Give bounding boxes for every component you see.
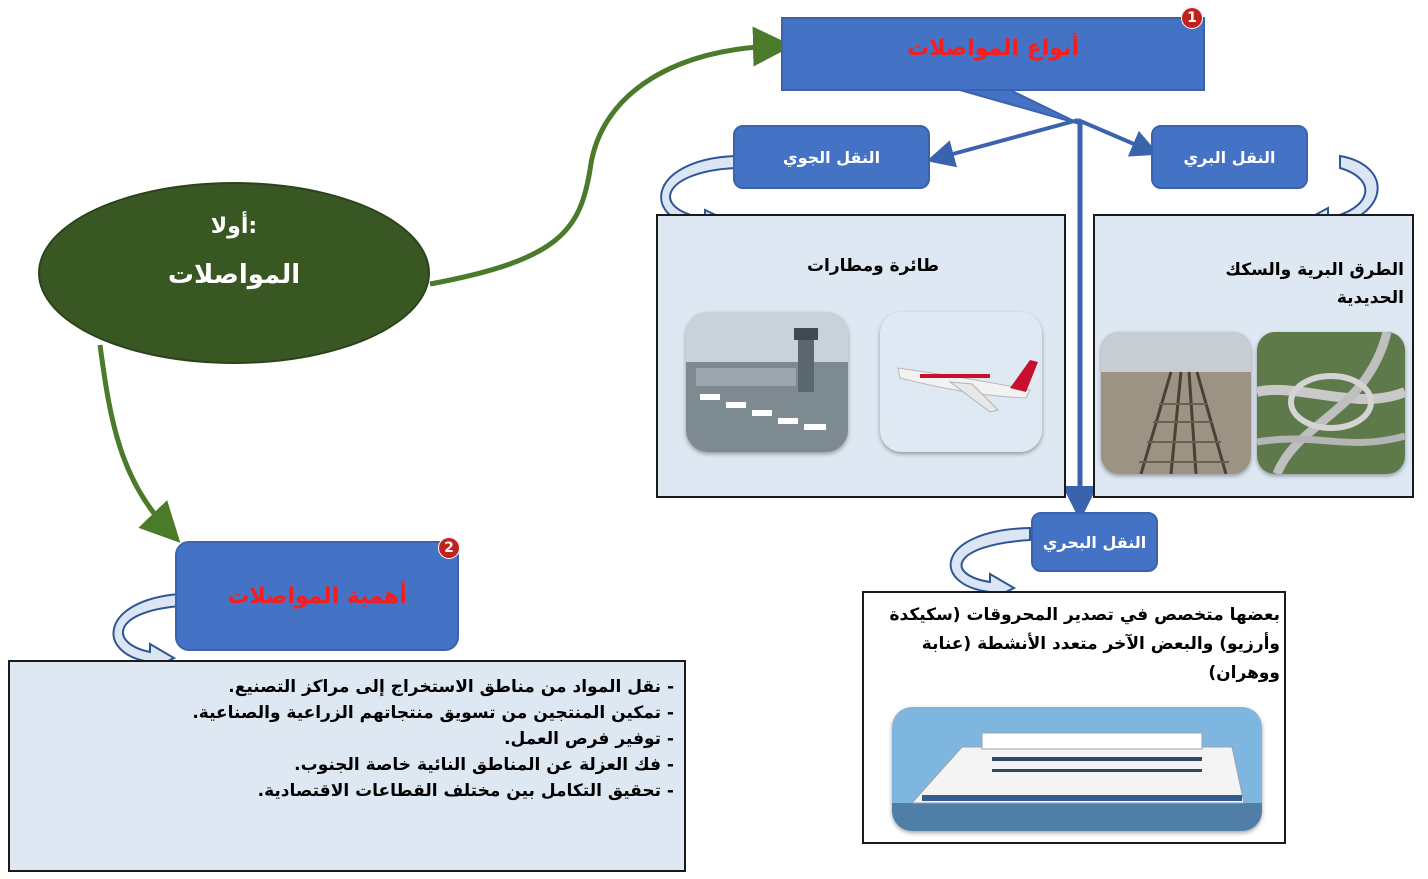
land-transport-text: النقل البري <box>1183 147 1276 167</box>
air-transport-label: النقل الجوي <box>733 125 930 189</box>
curved-arrow-sea <box>949 526 1031 602</box>
sea-transport-label: النقل البحري <box>1031 512 1158 572</box>
arrow-types-to-land <box>1077 118 1160 157</box>
ferry-ship-photo <box>892 707 1262 831</box>
arrow-topic-to-importance <box>97 344 181 543</box>
sea-transport-text: النقل البحري <box>1042 532 1147 552</box>
airplane-photo <box>880 312 1042 452</box>
sea-panel: بعضها متخصص في تصدير المحروقات (سكيكدة و… <box>862 591 1286 844</box>
types-title: أنواع المواصلات <box>907 36 1079 61</box>
importance-item-5: - تحقيق التكامل بين مختلف القطاعات الاقت… <box>257 781 674 801</box>
land-transport-label: النقل البري <box>1151 125 1308 189</box>
arrow-topic-to-types <box>429 26 793 287</box>
curved-arrow-importance <box>112 592 181 672</box>
railway-tracks-photo <box>1101 332 1251 474</box>
main-topic-line1: أولا: <box>210 214 258 239</box>
sea-description: بعضها متخصص في تصدير المحروقات (سكيكدة و… <box>889 605 1281 683</box>
importance-item-1: - نقل المواد من مناطق الاستخراج إلى مراك… <box>228 677 674 697</box>
air-panel: طائرة ومطارات <box>656 214 1066 498</box>
arrow-types-to-air <box>926 118 1079 168</box>
importance-item-3: - توفير فرص العمل. <box>504 729 674 749</box>
importance-badge: 2 <box>438 537 460 559</box>
importance-box: أهمية المواصلات <box>175 541 459 651</box>
land-panel: الطرق البرية والسكك الحديدية <box>1093 214 1414 498</box>
airport-photo <box>686 312 848 452</box>
types-badge: 1 <box>1181 7 1203 29</box>
importance-list: - نقل المواد من مناطق الاستخراج إلى مراك… <box>8 660 686 872</box>
main-topic-line2: المواصلات <box>167 260 301 290</box>
importance-item-2: - تمكين المنتجين من تسويق منتجاتهم الزرا… <box>192 703 674 723</box>
main-topic-ellipse: أولا: المواصلات <box>38 182 430 364</box>
importance-title: أهمية المواصلات <box>227 583 407 609</box>
types-callout-shape <box>781 17 1205 125</box>
highway-interchange-photo <box>1257 332 1405 474</box>
importance-item-4: - فك العزلة عن المناطق النائية خاصة الجن… <box>294 755 674 775</box>
air-transport-text: النقل الجوي <box>782 147 881 167</box>
land-description: الطرق البرية والسكك الحديدية <box>1225 260 1404 308</box>
air-description: طائرة ومطارات <box>806 256 940 276</box>
